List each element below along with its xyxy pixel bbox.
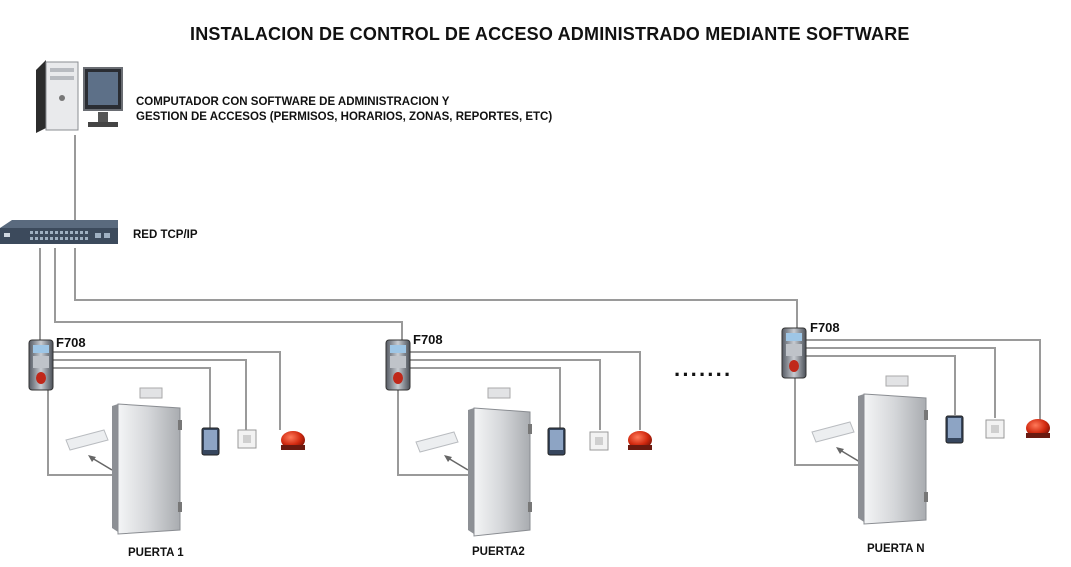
alarm-strobe-icon xyxy=(628,431,652,450)
magnetic-lock-icon xyxy=(65,429,113,471)
station-n xyxy=(781,327,1050,525)
more-stations-ellipsis: ······· xyxy=(674,362,733,387)
station-wires-2 xyxy=(397,351,641,476)
wire-switch-to-reader-3 xyxy=(74,248,798,332)
network-label: RED TCP/IP xyxy=(133,229,198,241)
exit-button-icon xyxy=(139,387,163,399)
alarm-strobe-icon xyxy=(281,431,305,450)
station-1 xyxy=(28,339,305,535)
door-label-1: PUERTA 1 xyxy=(128,547,184,559)
door-label-n: PUERTA N xyxy=(867,543,925,555)
card-reader-icon xyxy=(547,427,566,456)
magnetic-lock-icon xyxy=(415,431,469,471)
fingerprint-reader-icon xyxy=(781,327,807,379)
network-switch-icon xyxy=(0,220,118,244)
station-2 xyxy=(385,339,652,537)
network-wires xyxy=(39,135,798,345)
card-reader-icon xyxy=(945,415,964,444)
card-reader-icon xyxy=(201,427,220,456)
computer-icon xyxy=(30,58,126,134)
exit-button-icon xyxy=(487,387,511,399)
exit-switch-icon xyxy=(985,419,1005,439)
diagram-title: INSTALACION DE CONTROL DE ACCESO ADMINIS… xyxy=(190,24,910,44)
computer-label-line-2: GESTION DE ACCESOS (PERMISOS, HORARIOS, … xyxy=(136,111,553,123)
exit-switch-icon xyxy=(237,429,257,449)
device-label-1: F708 xyxy=(56,335,86,350)
door-label-2: PUERTA2 xyxy=(472,546,525,558)
exit-button-icon xyxy=(885,375,909,387)
alarm-strobe-icon xyxy=(1026,419,1050,438)
computer-label-line-1: COMPUTADOR CON SOFTWARE DE ADMINISTRACIO… xyxy=(136,96,450,108)
exit-switch-icon xyxy=(589,431,609,451)
station-wires-3 xyxy=(794,339,1041,466)
fingerprint-reader-icon xyxy=(28,339,54,391)
door-icon xyxy=(858,393,928,525)
door-icon xyxy=(112,403,182,535)
magnetic-lock-icon xyxy=(811,421,861,463)
device-label-2: F708 xyxy=(413,332,443,347)
wire-switch-to-reader-2 xyxy=(54,248,403,345)
device-label-3: F708 xyxy=(810,320,840,335)
door-icon xyxy=(468,407,532,537)
fingerprint-reader-icon xyxy=(385,339,411,391)
station-wires-1 xyxy=(47,351,281,476)
